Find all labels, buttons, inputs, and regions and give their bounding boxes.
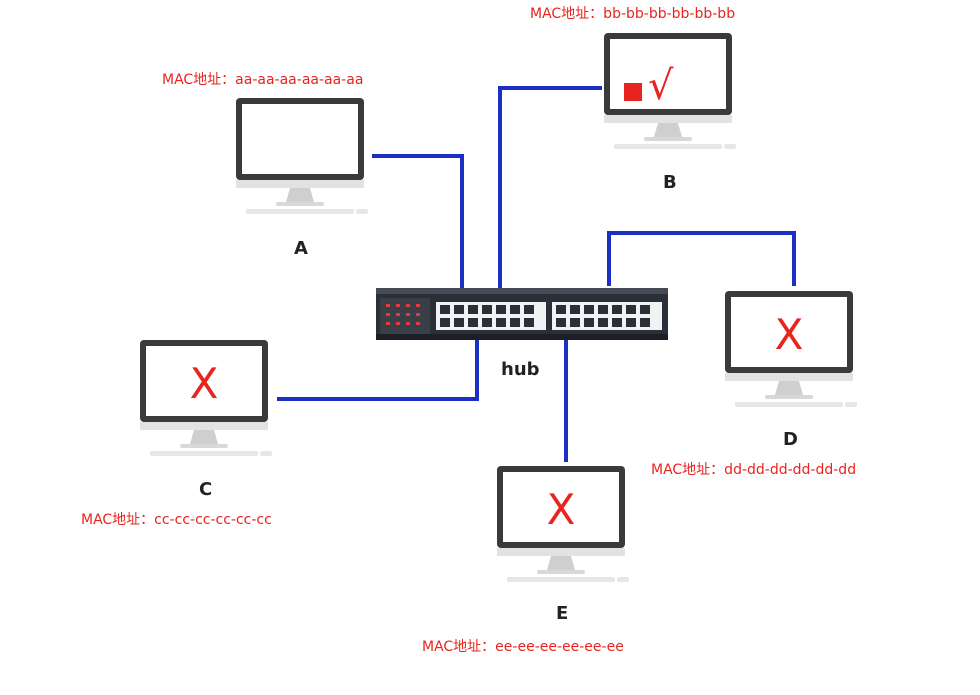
computer-e-label: E — [556, 603, 569, 624]
mac-address-c: MAC地址：cc-cc-cc-cc-cc-cc — [81, 512, 272, 528]
mac-address-a: MAC地址：aa-aa-aa-aa-aa-aa — [162, 72, 364, 88]
mac-address-e: MAC地址：ee-ee-ee-ee-ee-ee — [422, 639, 624, 655]
computer-d-icon: X — [725, 291, 857, 407]
e-x-mark: X — [547, 485, 576, 534]
b-check-mark: √ — [648, 63, 674, 109]
computer-b-label: B — [663, 172, 677, 193]
mac-address-b: MAC地址：bb-bb-bb-bb-bb-bb — [530, 6, 736, 22]
computer-c-icon: X — [140, 340, 272, 456]
computer-b-icon: √ — [604, 33, 736, 149]
hub-device — [376, 288, 668, 340]
cable-b — [498, 86, 602, 290]
c-x-mark: X — [190, 359, 219, 408]
hub-label: hub — [501, 359, 540, 380]
d-x-mark: X — [775, 310, 804, 359]
mac-address-d: MAC地址：dd-dd-dd-dd-dd-dd — [651, 462, 857, 478]
cable-a — [372, 154, 464, 290]
computer-a-label: A — [294, 238, 308, 259]
computer-a-icon — [236, 98, 368, 214]
cable-c — [277, 338, 479, 401]
b-red-square — [624, 83, 642, 101]
cable-d — [607, 231, 796, 286]
computer-c-label: C — [199, 479, 213, 500]
computer-e-icon: X — [497, 466, 629, 582]
cables — [277, 86, 796, 462]
computer-d-label: D — [783, 429, 798, 450]
